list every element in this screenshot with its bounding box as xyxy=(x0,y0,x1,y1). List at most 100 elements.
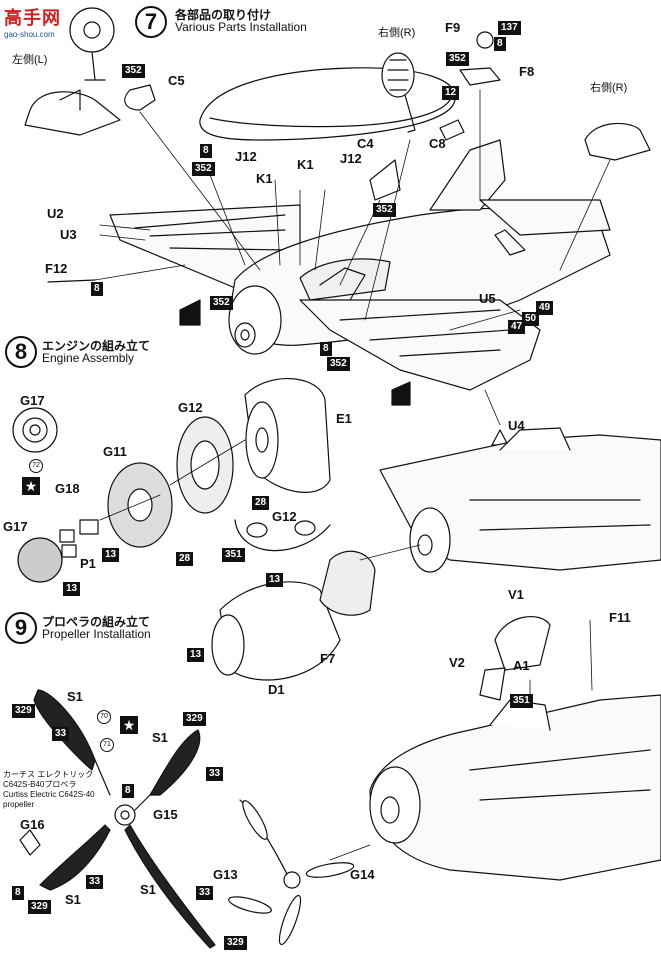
paint-code-33: 33 xyxy=(196,886,214,900)
paint-code-352: 352 xyxy=(327,357,350,371)
label-a1: A1 xyxy=(513,658,530,673)
fuselage-right-view-bottom xyxy=(369,616,661,881)
paint-code-33: 33 xyxy=(86,875,104,889)
paint-code-8: 8 xyxy=(122,784,134,798)
label-e1: E1 xyxy=(336,411,352,426)
label-f12: F12 xyxy=(45,261,68,276)
label-c5: C5 xyxy=(168,73,185,88)
propeller-note-line1: カーチス エレクトリック xyxy=(3,770,94,779)
label-d1: D1 xyxy=(268,682,285,697)
label-g16: G16 xyxy=(20,817,45,832)
step-9-title-ja: プロペラの組み立て xyxy=(42,615,151,629)
fuselage-right-view-top xyxy=(379,427,661,573)
paint-code-50: 50 xyxy=(522,312,540,326)
label-v1: V1 xyxy=(508,587,524,602)
label-j12-right: J12 xyxy=(340,151,362,166)
label-g15: G15 xyxy=(153,807,178,822)
canopy-cover-part xyxy=(199,67,456,141)
propeller-note-line4: propeller xyxy=(3,800,35,809)
paint-code-352: 352 xyxy=(446,52,469,66)
watermark-url: gao-shou.com xyxy=(4,30,55,39)
right-wheel-assembly xyxy=(381,52,651,161)
label-g13: G13 xyxy=(213,867,238,882)
decal-number-70: 70 xyxy=(97,710,111,724)
left-wheel-assembly xyxy=(24,7,121,136)
propeller-blades-illustration xyxy=(19,689,371,949)
paint-code-137: 137 xyxy=(498,21,521,35)
engine-assembly-illustration xyxy=(12,377,331,583)
label-g11: G11 xyxy=(103,444,127,459)
label-s1-top-right: S1 xyxy=(152,730,168,745)
part-f8 xyxy=(459,67,501,86)
propeller-note-line3: Curtiss Electric C642S-40 xyxy=(3,790,95,799)
paint-code-33: 33 xyxy=(52,727,70,741)
label-s1-bottom-left: S1 xyxy=(65,892,81,907)
paint-code-8: 8 xyxy=(200,144,212,158)
label-f9: F9 xyxy=(445,20,461,35)
label-k1-right: K1 xyxy=(297,157,314,172)
paint-code-8: 8 xyxy=(320,342,332,356)
propeller-note-line2: C642S-B40プロペラ xyxy=(3,780,77,789)
part-f9 xyxy=(476,31,494,49)
step-9-number: 9 xyxy=(5,612,37,644)
cowling-d1-illustration xyxy=(211,544,421,681)
part-c5 xyxy=(124,84,156,111)
paint-code-352: 352 xyxy=(122,64,145,78)
label-c4: C4 xyxy=(357,136,374,151)
paint-code-351: 351 xyxy=(222,548,245,562)
decal-number-71: 71 xyxy=(100,738,114,752)
paint-code-33: 33 xyxy=(206,767,224,781)
label-g12-lens: G12 xyxy=(272,509,297,524)
decal-number-72: 72 xyxy=(29,459,43,473)
propeller-note: カーチス エレクトリック C642S-B40プロペラ Curtiss Elect… xyxy=(3,770,95,810)
paint-code-47: 47 xyxy=(508,320,526,334)
watermark-text: 高手网 xyxy=(4,8,61,28)
label-g17-decal: G17 xyxy=(20,393,45,408)
label-f7: F7 xyxy=(320,651,336,666)
label-c8: C8 xyxy=(429,136,446,151)
part-c4 xyxy=(369,159,401,201)
label-right-side: 右側(R) xyxy=(590,82,628,94)
paint-code-12: 12 xyxy=(442,86,460,100)
paint-code-8: 8 xyxy=(494,37,506,51)
step-7-title-en: Various Parts Installation xyxy=(175,20,307,34)
paint-code-13: 13 xyxy=(187,648,205,662)
paint-code-13: 13 xyxy=(102,548,120,562)
label-left-side: 左側(L) xyxy=(12,54,48,66)
paint-code-352: 352 xyxy=(210,296,233,310)
paint-code-329: 329 xyxy=(224,936,247,950)
label-right-side-top: 右側(R) xyxy=(378,27,416,39)
step-8-number: 8 xyxy=(5,336,37,368)
label-s1-top-left: S1 xyxy=(67,689,83,704)
watermark-logo: 高手网 gao-shou.com xyxy=(4,4,61,39)
part-c8 xyxy=(439,119,465,141)
label-g17: G17 xyxy=(3,519,28,534)
decal-star-icon: ★ xyxy=(120,716,138,734)
part-f12 xyxy=(47,279,96,283)
label-f11: F11 xyxy=(609,610,631,625)
step-9-title-en: Propeller Installation xyxy=(42,627,151,641)
step7-wing-illustration xyxy=(109,139,611,406)
step-8-title-en: Engine Assembly xyxy=(42,351,135,365)
paint-code-8: 8 xyxy=(91,282,103,296)
label-s1-bottom-right: S1 xyxy=(140,882,156,897)
step-7-title-ja: 各部品の取り付け xyxy=(175,8,272,22)
label-u4: U4 xyxy=(508,418,525,433)
label-u3: U3 xyxy=(60,227,77,242)
paint-code-8: 8 xyxy=(12,886,24,900)
paint-code-352: 352 xyxy=(192,162,215,176)
paint-code-13: 13 xyxy=(266,573,284,587)
label-g18: G18 xyxy=(55,481,80,496)
step-8-title-ja: エンジンの組み立て xyxy=(42,339,151,353)
label-g14: G14 xyxy=(350,867,375,882)
paint-code-329: 329 xyxy=(12,704,35,718)
label-u2: U2 xyxy=(47,206,64,221)
label-j12-left: J12 xyxy=(235,149,257,164)
paint-code-28: 28 xyxy=(176,552,194,566)
label-p1: P1 xyxy=(80,556,96,571)
paint-code-13: 13 xyxy=(63,582,81,596)
decal-star-icon: ★ xyxy=(22,477,40,495)
label-g12-engine: G12 xyxy=(178,400,203,415)
step-7-number: 7 xyxy=(135,6,167,38)
